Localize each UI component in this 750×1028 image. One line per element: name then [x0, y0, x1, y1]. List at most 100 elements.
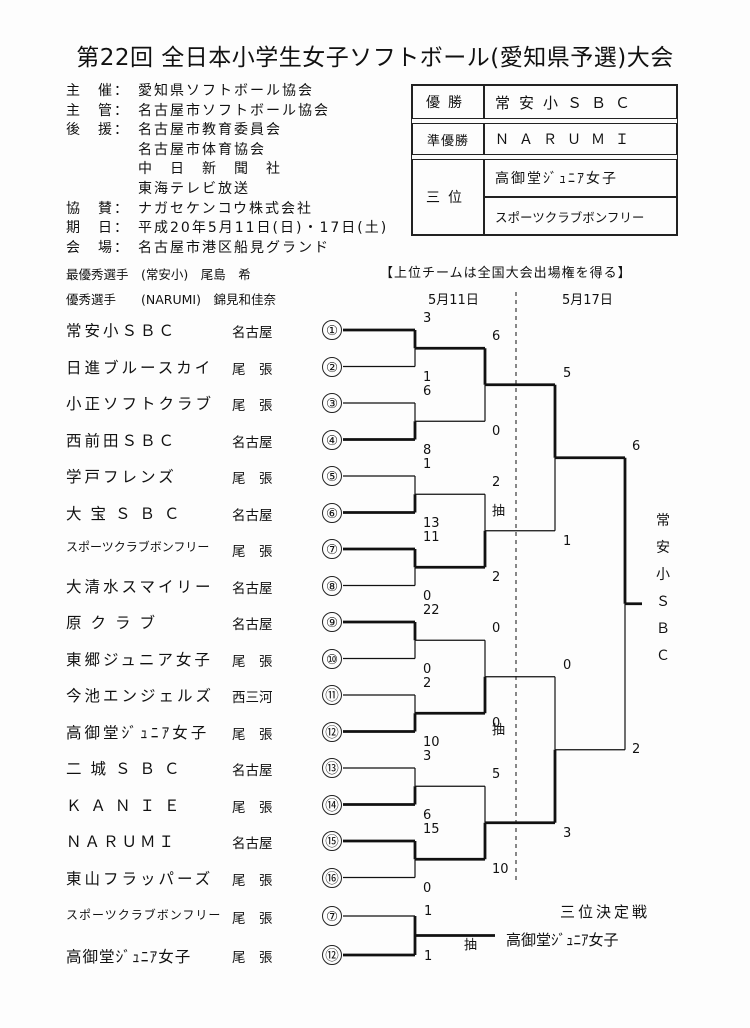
organizer-value: 愛知県ソフトボール協会 [138, 83, 314, 99]
region-label: 尾 張 [232, 653, 273, 670]
third-place-winner: 高御堂ｼﾞｭﾆｱ女子 [506, 931, 619, 949]
round2-score: 0 [492, 424, 501, 440]
mvp-award: 最優秀選手 (常安小) 尾島 希 [66, 267, 251, 282]
champion-char: 小 [656, 567, 670, 583]
organizer-label: 主 管： [66, 102, 130, 119]
region-label: 名古屋 [232, 434, 273, 451]
date-round2: 5月17日 [562, 293, 613, 308]
round1-score: 3 [423, 311, 432, 326]
round1-score: 2 [423, 676, 432, 691]
semifinal-score: 5 [563, 365, 572, 381]
third-name-1: 高御堂ｼﾞｭﾆｱ女子 [484, 159, 677, 197]
region-label: 名古屋 [232, 617, 273, 633]
champion-char: Ｓ [656, 594, 670, 610]
team-name: 学戸フレンズ [66, 468, 177, 486]
round2-score: 2 [492, 570, 501, 586]
seed-number: ⑭ [322, 794, 342, 815]
round1-score: 6 [423, 807, 432, 823]
organizer-value: ナガセケンコウ株式会社 [138, 200, 314, 217]
third-place-team-name: スポーツクラブボンフリー [66, 908, 222, 922]
draw-note: 抽 [492, 723, 506, 739]
region-label: 名古屋 [232, 763, 273, 779]
organizer-value: 名古屋市体育協会 [138, 141, 266, 158]
seed-number: ⑪ [322, 685, 342, 705]
team-name: ＮＡＲＵＭＩ [66, 833, 178, 851]
team-name: 小正ソフトクラブ [66, 395, 215, 413]
round2-score: 0 [492, 621, 501, 637]
round1-score: 11 [423, 530, 440, 545]
team-name: 大清水スマイリー [66, 577, 214, 596]
round1-score: 8 [423, 442, 432, 458]
round2-score: 0 [492, 716, 501, 732]
final-score: 6 [632, 438, 641, 454]
team-name: 東郷ジュニア女子 [66, 650, 213, 669]
team-name: 西前田ＳＢＣ [66, 431, 178, 450]
team-name: スポーツクラブボンフリー [66, 540, 210, 554]
seed-number: ⑫ [322, 721, 342, 742]
champion-char: 常 [656, 513, 670, 529]
organizer-value: 名古屋市教育委員会 [138, 122, 282, 139]
organizer-value: 東海テレビ放送 [138, 181, 250, 197]
third-place-title: 三位決定戦 [560, 903, 651, 921]
region-label: 尾 張 [232, 799, 273, 816]
seed-number: ② [322, 356, 342, 377]
region-label: 西三河 [232, 690, 273, 706]
date-round1: 5月11日 [428, 293, 479, 308]
round1-score: 6 [423, 384, 432, 399]
region-label: 名古屋 [232, 836, 273, 852]
organizer-value: 名古屋市ソフトボール協会 [138, 102, 330, 119]
third-place-seed: ⑦ [322, 906, 342, 926]
round1-score: 0 [423, 880, 432, 896]
third-place-region: 尾 張 [232, 911, 273, 927]
round1-score: 0 [423, 661, 432, 677]
team-name: 高御堂ｼﾞｭﾆｱ女子 [66, 723, 210, 742]
semifinal-score: 3 [563, 825, 572, 841]
region-label: 尾 張 [232, 544, 273, 560]
region-label: 尾 張 [232, 726, 273, 743]
round1-score: 3 [423, 749, 432, 764]
champion-char: Ｃ [656, 648, 670, 664]
seed-number: ⑮ [322, 831, 342, 851]
region-label: 尾 張 [232, 471, 273, 487]
round1-score: 22 [423, 603, 440, 618]
champion-char: 安 [656, 540, 670, 556]
organizer-label: 協 賛： [66, 200, 130, 217]
round2-score: 5 [492, 767, 501, 783]
seed-number: ① [322, 320, 342, 340]
round2-score: 10 [492, 862, 509, 878]
third-label: 三位 [412, 159, 484, 235]
third-place-note: 抽 [464, 938, 478, 953]
seed-number: ⑧ [322, 575, 342, 596]
draw-note: 抽 [492, 504, 506, 520]
round1-score: 1 [423, 457, 432, 472]
round1-score: 10 [423, 734, 440, 750]
team-name: ＫＡＮＩＥ [66, 796, 189, 815]
organizer-value: 平成20年5月11日(日)・17日(土) [138, 220, 389, 237]
round1-score: 0 [423, 588, 432, 604]
team-name: 大宝ＳＢＣ [66, 504, 189, 523]
seed-number: ⑨ [322, 612, 342, 632]
excellent-award: 優秀選手 (NARUMI) 錦見和佳奈 [66, 292, 276, 307]
round2-score: 6 [492, 329, 501, 345]
seed-number: ⑦ [322, 539, 342, 559]
results-table: 優勝 常安小ＳＢＣ 準優勝 ＮＡＲＵＭＩ 三位 高御堂ｼﾞｭﾆｱ女子 スポーツク… [411, 84, 678, 236]
runner-up-label: 準優勝 [412, 123, 484, 155]
third-place-team-name: 高御堂ｼﾞｭﾆｱ女子 [66, 948, 192, 966]
qualification-note: 【上位チームは全国大会出場権を得る】 [380, 266, 632, 281]
region-label: 名古屋 [232, 580, 273, 597]
seed-number: ⑯ [322, 867, 342, 888]
team-name: 常安小ＳＢＣ [66, 322, 178, 340]
team-name: 二城ＳＢＣ [66, 760, 189, 778]
third-name-2: スポーツクラブボンフリー [484, 197, 677, 235]
organizer-label: 主 催： [66, 83, 130, 99]
team-name: 原クラブ [66, 614, 165, 632]
final-score: 2 [632, 741, 641, 757]
team-name: 東山フラッパーズ [66, 869, 214, 888]
round1-score: 1 [423, 369, 432, 385]
semifinal-score: 0 [563, 657, 572, 673]
organizer-value: 中 日 新 聞 社 [138, 161, 282, 178]
winner-label: 優勝 [412, 85, 484, 119]
region-label: 尾 張 [232, 872, 273, 889]
round1-score: 13 [423, 515, 440, 531]
